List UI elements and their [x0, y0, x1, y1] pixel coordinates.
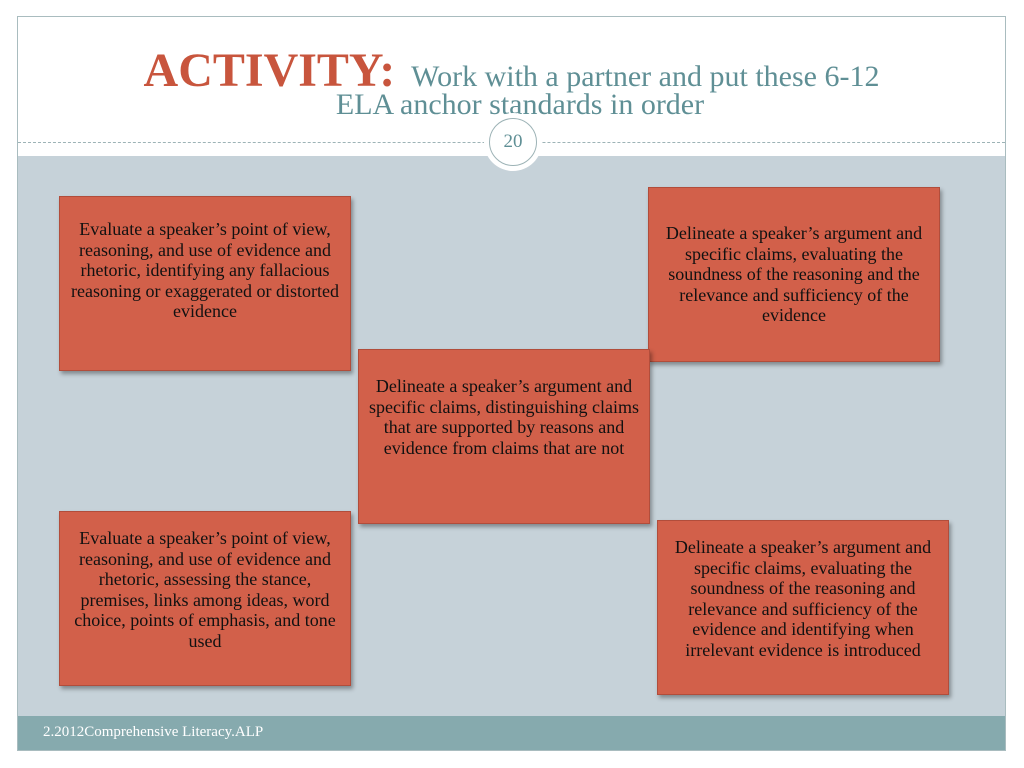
- page-number: 20: [489, 118, 537, 166]
- standard-card[interactable]: Delineate a speaker’s argument and speci…: [358, 349, 650, 524]
- footer-text: 2.2012Comprehensive Literacy.ALP: [43, 724, 264, 740]
- footer-bar: [18, 716, 1005, 750]
- standard-card[interactable]: Delineate a speaker’s argument and speci…: [648, 187, 940, 362]
- title-main: ACTIVITY:: [143, 44, 396, 97]
- standard-card[interactable]: Delineate a speaker’s argument and speci…: [657, 520, 949, 695]
- slide-title: ACTIVITY: Work with a partner and put the…: [18, 43, 1005, 98]
- title-subtitle-line1: Work with a partner and put these 6-12: [411, 60, 880, 93]
- standard-card[interactable]: Evaluate a speaker’s point of view, reas…: [59, 511, 351, 686]
- standard-card[interactable]: Evaluate a speaker’s point of view, reas…: [59, 196, 351, 371]
